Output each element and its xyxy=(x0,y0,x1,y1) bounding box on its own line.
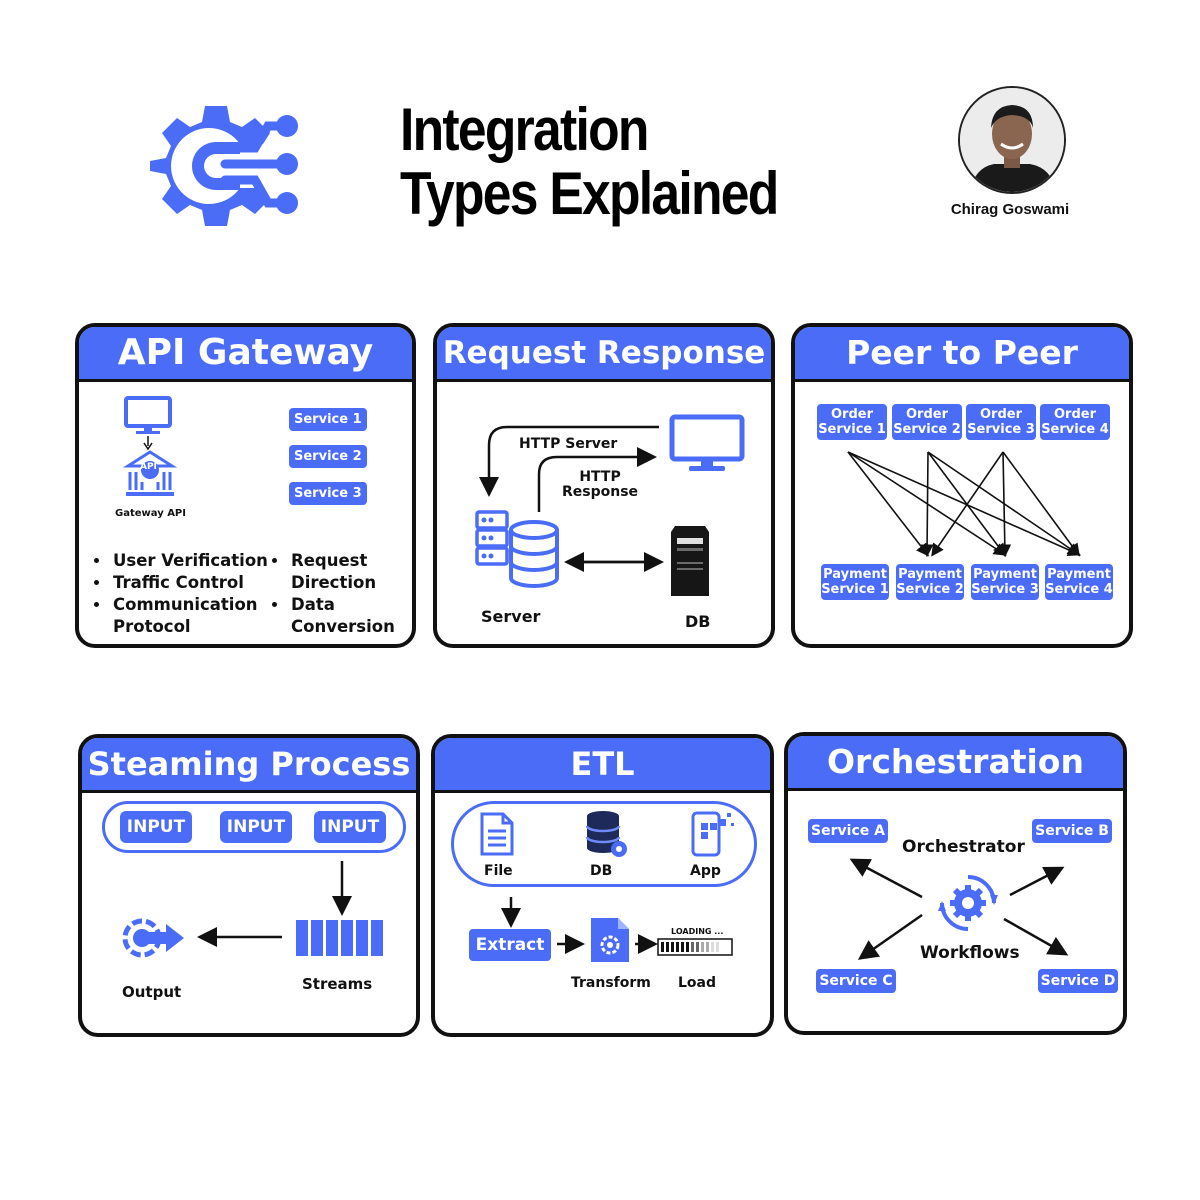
service-d: Service D xyxy=(1038,969,1118,993)
load-label: Load xyxy=(678,975,717,991)
transform-label: Transform xyxy=(571,975,651,991)
file-icon xyxy=(480,812,514,856)
database-icon xyxy=(585,811,627,857)
feature-item: Communication Protocol xyxy=(111,594,271,638)
author-avatar xyxy=(958,86,1066,194)
input-group xyxy=(102,801,406,853)
monitor-icon xyxy=(124,396,172,451)
peer-connections xyxy=(847,451,1081,558)
request-response-card: Request Response xyxy=(433,323,775,648)
etl-arrows xyxy=(501,897,658,954)
service-c: Service C xyxy=(816,969,896,993)
input-box-3: INPUT xyxy=(314,811,386,843)
orchestration-arrows xyxy=(849,858,1069,960)
etl-card: ETL File DB xyxy=(431,734,774,1037)
streaming-process-card: Steaming Process INPUT INPUT INPUT Strea… xyxy=(78,734,420,1037)
orchestration-card: Orchestration Service A Service B Servic… xyxy=(784,732,1127,1035)
page-title: Integration Types Explained xyxy=(400,96,779,227)
http-server-label: HTTP Server xyxy=(519,436,618,452)
streaming-arrows xyxy=(197,861,352,947)
author-name: Chirag Goswami xyxy=(950,201,1070,218)
load-progress-bar xyxy=(657,938,733,956)
db-label: DB xyxy=(685,612,711,631)
loading-label: LOADING ... xyxy=(671,927,724,936)
gateway-api-label: Gateway API xyxy=(115,508,186,519)
streaming-title: Steaming Process xyxy=(82,738,416,793)
orchestrator-gear-icon xyxy=(938,875,998,931)
file-label: File xyxy=(484,863,513,879)
service-a: Service A xyxy=(808,819,888,843)
orchestration-title: Orchestration xyxy=(788,736,1123,791)
output-gear-icon xyxy=(122,918,184,958)
peer-to-peer-title: Peer to Peer xyxy=(795,327,1129,382)
gateway-service-1: Service 1 xyxy=(289,408,367,431)
gateway-features-right: Request Direction Data Conversion xyxy=(271,550,409,638)
client-monitor-icon xyxy=(669,414,745,471)
input-box-1: INPUT xyxy=(120,811,192,843)
streams-queue-icon xyxy=(296,920,383,956)
db-tower-icon xyxy=(671,526,709,596)
request-response-arrows xyxy=(479,425,664,572)
gateway-building-icon xyxy=(122,450,178,496)
gateway-service-2: Service 2 xyxy=(289,445,367,468)
transform-doc-icon xyxy=(591,918,629,962)
extract-box: Extract xyxy=(469,929,551,961)
feature-item: Request Direction xyxy=(289,550,409,594)
output-label: Output xyxy=(122,983,182,1001)
streams-label: Streams xyxy=(302,975,373,993)
request-response-title: Request Response xyxy=(437,327,771,382)
orchestrator-label: Orchestrator xyxy=(902,837,1025,857)
feature-item: User Verification xyxy=(111,550,271,572)
etl-sources-group xyxy=(451,801,757,887)
etl-title: ETL xyxy=(435,738,770,793)
api-badge-label: API xyxy=(140,462,157,472)
gateway-service-3: Service 3 xyxy=(289,482,367,505)
logo-gear-circuit-icon xyxy=(150,106,298,226)
server-database-icon xyxy=(475,510,559,588)
gateway-features-left: User Verification Traffic Control Commun… xyxy=(93,550,271,638)
input-box-2: INPUT xyxy=(220,811,292,843)
workflows-label: Workflows xyxy=(920,943,1020,963)
app-icon xyxy=(691,811,734,857)
db-source-label: DB xyxy=(590,863,613,879)
service-b: Service B xyxy=(1032,819,1112,843)
feature-item: Traffic Control xyxy=(111,572,271,594)
app-label: App xyxy=(690,863,721,879)
api-gateway-card: API Gateway API Gateway API Service 1 Se… xyxy=(75,323,416,648)
server-label: Server xyxy=(481,607,541,626)
feature-item: Data Conversion xyxy=(289,594,409,638)
api-gateway-title: API Gateway xyxy=(79,327,412,382)
http-response-label: HTTP Response xyxy=(562,469,639,500)
